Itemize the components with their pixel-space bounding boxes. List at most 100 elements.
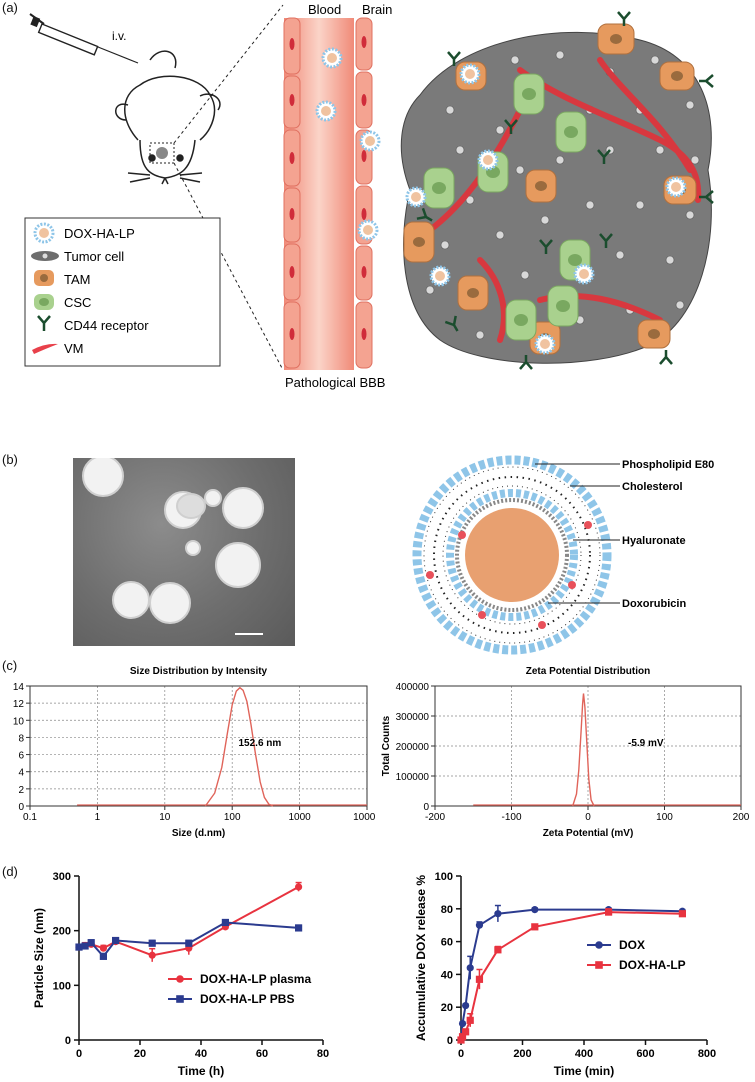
data-point [466,964,474,972]
distribution-curve [204,686,274,807]
bbb-label: Pathological BBB [285,375,385,390]
data-point [475,921,484,929]
y-tick-label: 100 [53,980,71,992]
tumor-cell-icon [31,251,59,261]
legend-marker [176,995,184,1003]
legend-label-dox-ha-lp: DOX-HA-LP [64,226,135,241]
data-point [531,906,539,914]
data-point [99,944,107,952]
y-tick-label: 6 [18,751,24,762]
x-axis-label: Size (d.nm) [172,828,225,839]
y-tick-label: 8 [18,733,24,744]
x-tick-label: 10 [159,812,171,823]
x-tick-label: 0 [585,812,591,823]
y-tick-label: 2 [18,785,24,796]
injection-label: i.v. [112,29,126,43]
y-tick-label: 300 [53,871,71,883]
label-phospholipid: Phospholipid E80 [622,459,714,471]
data-point [678,910,686,918]
x-tick-label: 10000 [353,812,375,823]
data-point [475,975,484,983]
data-point [75,943,83,951]
tem-micrograph [73,458,295,646]
data-point [148,939,156,947]
legend-label: DOX-HA-LP PBS [200,992,294,1006]
y-tick-label: 0 [447,1035,453,1047]
x-tick-label: 800 [698,1048,716,1060]
data-point [295,924,303,932]
x-tick-label: 100 [224,812,241,823]
x-axis-label: Time (min) [554,1064,614,1078]
y-tick-label: 100 [435,871,453,883]
x-tick-label: -200 [425,812,445,823]
y-tick-label: 40 [441,969,453,981]
data-point [185,939,193,947]
y-tick-label: 12 [13,699,25,710]
data-point [112,936,120,945]
x-tick-label: 0 [76,1048,82,1060]
x-tick-label: 400 [575,1048,593,1060]
peak-annotation: -5.9 mV [628,738,664,749]
data-point [99,952,107,960]
y-tick-label: 20 [441,1002,453,1014]
y-tick-label: 0 [423,802,429,813]
legend-marker [595,941,603,949]
blood-label: Blood [308,2,341,17]
legend-label-csc: CSC [64,295,91,310]
x-tick-label: 1 [95,812,101,823]
y-tick-label: 4 [18,768,24,779]
liposome-schematic: Phospholipid E80 Cholesterol Hyaluronate… [412,455,714,655]
distribution-curve [572,693,595,807]
data-point [148,951,156,959]
y-tick-label: 0 [18,802,24,813]
x-tick-label: 80 [317,1048,329,1060]
data-point [494,910,502,918]
panel-a-illustration: i.v. DOX-HA-LP Tumor cell TAM CSC CD44 [24,2,714,390]
data-point [295,883,303,891]
data-point [81,942,89,950]
x-tick-label: 600 [636,1048,654,1060]
liposome-icon [33,222,55,244]
legend-box [24,217,221,367]
y-tick-label: 10 [13,716,25,727]
series-line [460,908,683,1041]
legend-label-vm: VM [64,341,84,356]
syringe-icon [29,13,139,64]
panel-label-c: (c) [2,658,18,673]
x-tick-label: 20 [134,1048,146,1060]
x-tick-label: -100 [501,812,521,823]
y-tick-label: 200 [53,926,71,938]
y-axis-label: Total Counts [381,715,392,776]
data-point [605,908,613,916]
mouse-icon [115,50,221,185]
data-point [87,939,95,947]
y-tick-label: 300000 [396,712,430,723]
tumor-site-marker [149,142,175,164]
data-point [221,918,229,927]
x-tick-label: 200 [733,812,750,823]
legend-label: DOX-HA-LP [619,958,686,972]
x-tick-label: 1000 [288,812,311,823]
y-axis-label: Accumulative DOX release % [414,875,428,1041]
liposome-particles [315,47,381,241]
y-axis-label: Particle Size (nm) [32,908,46,1008]
data-point [494,946,502,954]
x-axis-label: Zeta Potential (mV) [543,828,634,839]
data-point [531,923,539,931]
y-tick-label: 100000 [396,772,430,783]
peak-annotation: 152.6 nm [239,738,282,749]
x-tick-label: 0 [458,1048,464,1060]
legend-marker [595,961,603,969]
x-tick-label: 40 [195,1048,207,1060]
legend-marker [176,975,184,983]
y-tick-label: 400000 [396,682,430,693]
x-axis-label: Time (h) [178,1064,224,1078]
legend-label-cd44: CD44 receptor [64,318,149,333]
panel-label-a: (a) [2,0,18,15]
data-point [462,1001,470,1010]
legend-label: DOX-HA-LP plasma [200,972,311,986]
label-hyaluronate: Hyaluronate [622,535,686,547]
label-cholesterol: Cholesterol [622,481,683,493]
